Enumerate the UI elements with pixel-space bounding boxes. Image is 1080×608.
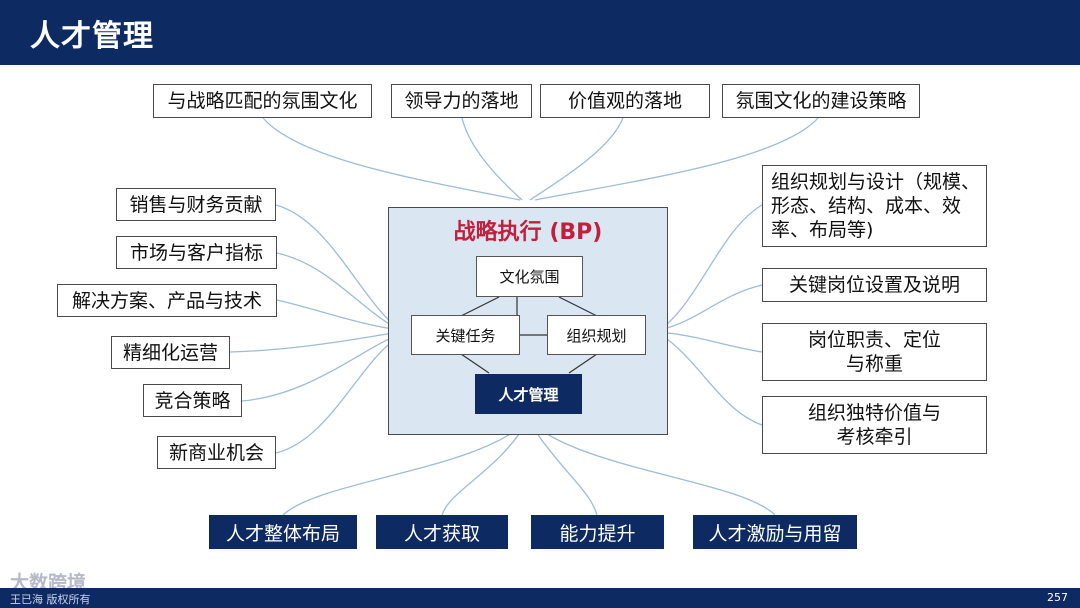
left-item-new-business: 新商业机会 [157, 436, 276, 469]
right-item-duties-line-2: 与称重 [845, 353, 903, 375]
right-item-unique-value: 组织独特价值与 考核牵引 [762, 396, 987, 454]
connector-left-4 [229, 331, 401, 353]
strategy-execution-panel: 战略执行 (BP) 文化氛围 关键任务 组织规划 人才管理 [388, 207, 668, 435]
right-item-org-design: 组织规划与设计（规模、 形态、结构、成本、效 率、布局等) [762, 165, 987, 247]
left-item-market-customer: 市场与客户指标 [116, 236, 277, 269]
top-item-leadership: 领导力的落地 [391, 84, 532, 118]
node-culture: 文化氛围 [476, 256, 583, 297]
node-org-planning: 组织规划 [547, 315, 646, 355]
link-culture-org [558, 296, 598, 317]
panel-title: 战略执行 (BP) [453, 220, 603, 245]
bottom-item-capability: 能力提升 [531, 515, 664, 549]
link-org-talent [568, 353, 598, 374]
bottom-item-talent-layout: 人才整体布局 [209, 515, 357, 549]
right-item-duties-line-1: 岗位职责、定位 [807, 329, 941, 351]
left-item-sales-finance: 销售与财务贡献 [116, 188, 276, 221]
connector-top-3 [529, 117, 624, 201]
top-item-culture-match: 与战略匹配的氛围文化 [153, 84, 372, 118]
node-key-tasks: 关键任务 [411, 315, 520, 355]
connector-right-3 [659, 331, 763, 353]
connector-left-1 [275, 204, 401, 331]
connector-left-6 [275, 335, 401, 454]
connector-right-1 [659, 204, 763, 331]
right-item-org-design-line-1: 组织规划与设计（规模、 [771, 171, 981, 193]
connector-right-2 [659, 284, 763, 331]
connector-bottom-1 [282, 419, 529, 516]
node-talent-mgmt: 人才管理 [475, 374, 582, 414]
page-title: 人才管理 [30, 19, 154, 54]
right-item-unique-value-line-2: 考核牵引 [836, 426, 913, 448]
right-item-key-positions: 关键岗位设置及说明 [762, 268, 987, 302]
top-item-values: 价值观的落地 [540, 84, 710, 118]
right-item-org-design-line-2: 形态、结构、成本、效 [771, 195, 962, 217]
footer-bar: 王已海 版权所有 257 [0, 588, 1080, 608]
right-item-unique-value-line-1: 组织独特价值与 [807, 402, 941, 424]
left-item-lean-ops: 精细化运营 [111, 336, 230, 369]
right-item-duties: 岗位职责、定位 与称重 [762, 323, 987, 381]
right-item-org-design-line-3: 率、布局等) [771, 219, 874, 241]
connector-bottom-4 [527, 419, 776, 516]
connector-left-2 [276, 252, 401, 331]
connector-right-4 [659, 333, 763, 426]
left-item-coopetition: 竞合策略 [143, 384, 242, 417]
connector-left-5 [241, 333, 401, 402]
top-item-culture-strategy: 氛围文化的建设策略 [722, 84, 920, 118]
link-culture-tasks [460, 296, 500, 317]
left-item-solutions-tech: 解决方案、产品与技术 [57, 284, 277, 317]
connector-bottom-2 [441, 419, 529, 516]
page-number: 257 [1047, 591, 1068, 604]
title-bar: 人才管理 [0, 0, 1080, 65]
connector-top-1 [262, 117, 521, 201]
copyright-text: 王已海 版权所有 [10, 593, 91, 606]
connector-top-4 [534, 117, 819, 201]
link-tasks-talent [460, 353, 490, 374]
bottom-item-talent-acquisition: 人才获取 [376, 515, 508, 549]
connector-top-2 [461, 117, 523, 201]
connector-left-3 [276, 299, 401, 331]
connector-bottom-3 [527, 419, 598, 516]
bottom-item-incentive-retention: 人才激励与用留 [693, 515, 857, 549]
